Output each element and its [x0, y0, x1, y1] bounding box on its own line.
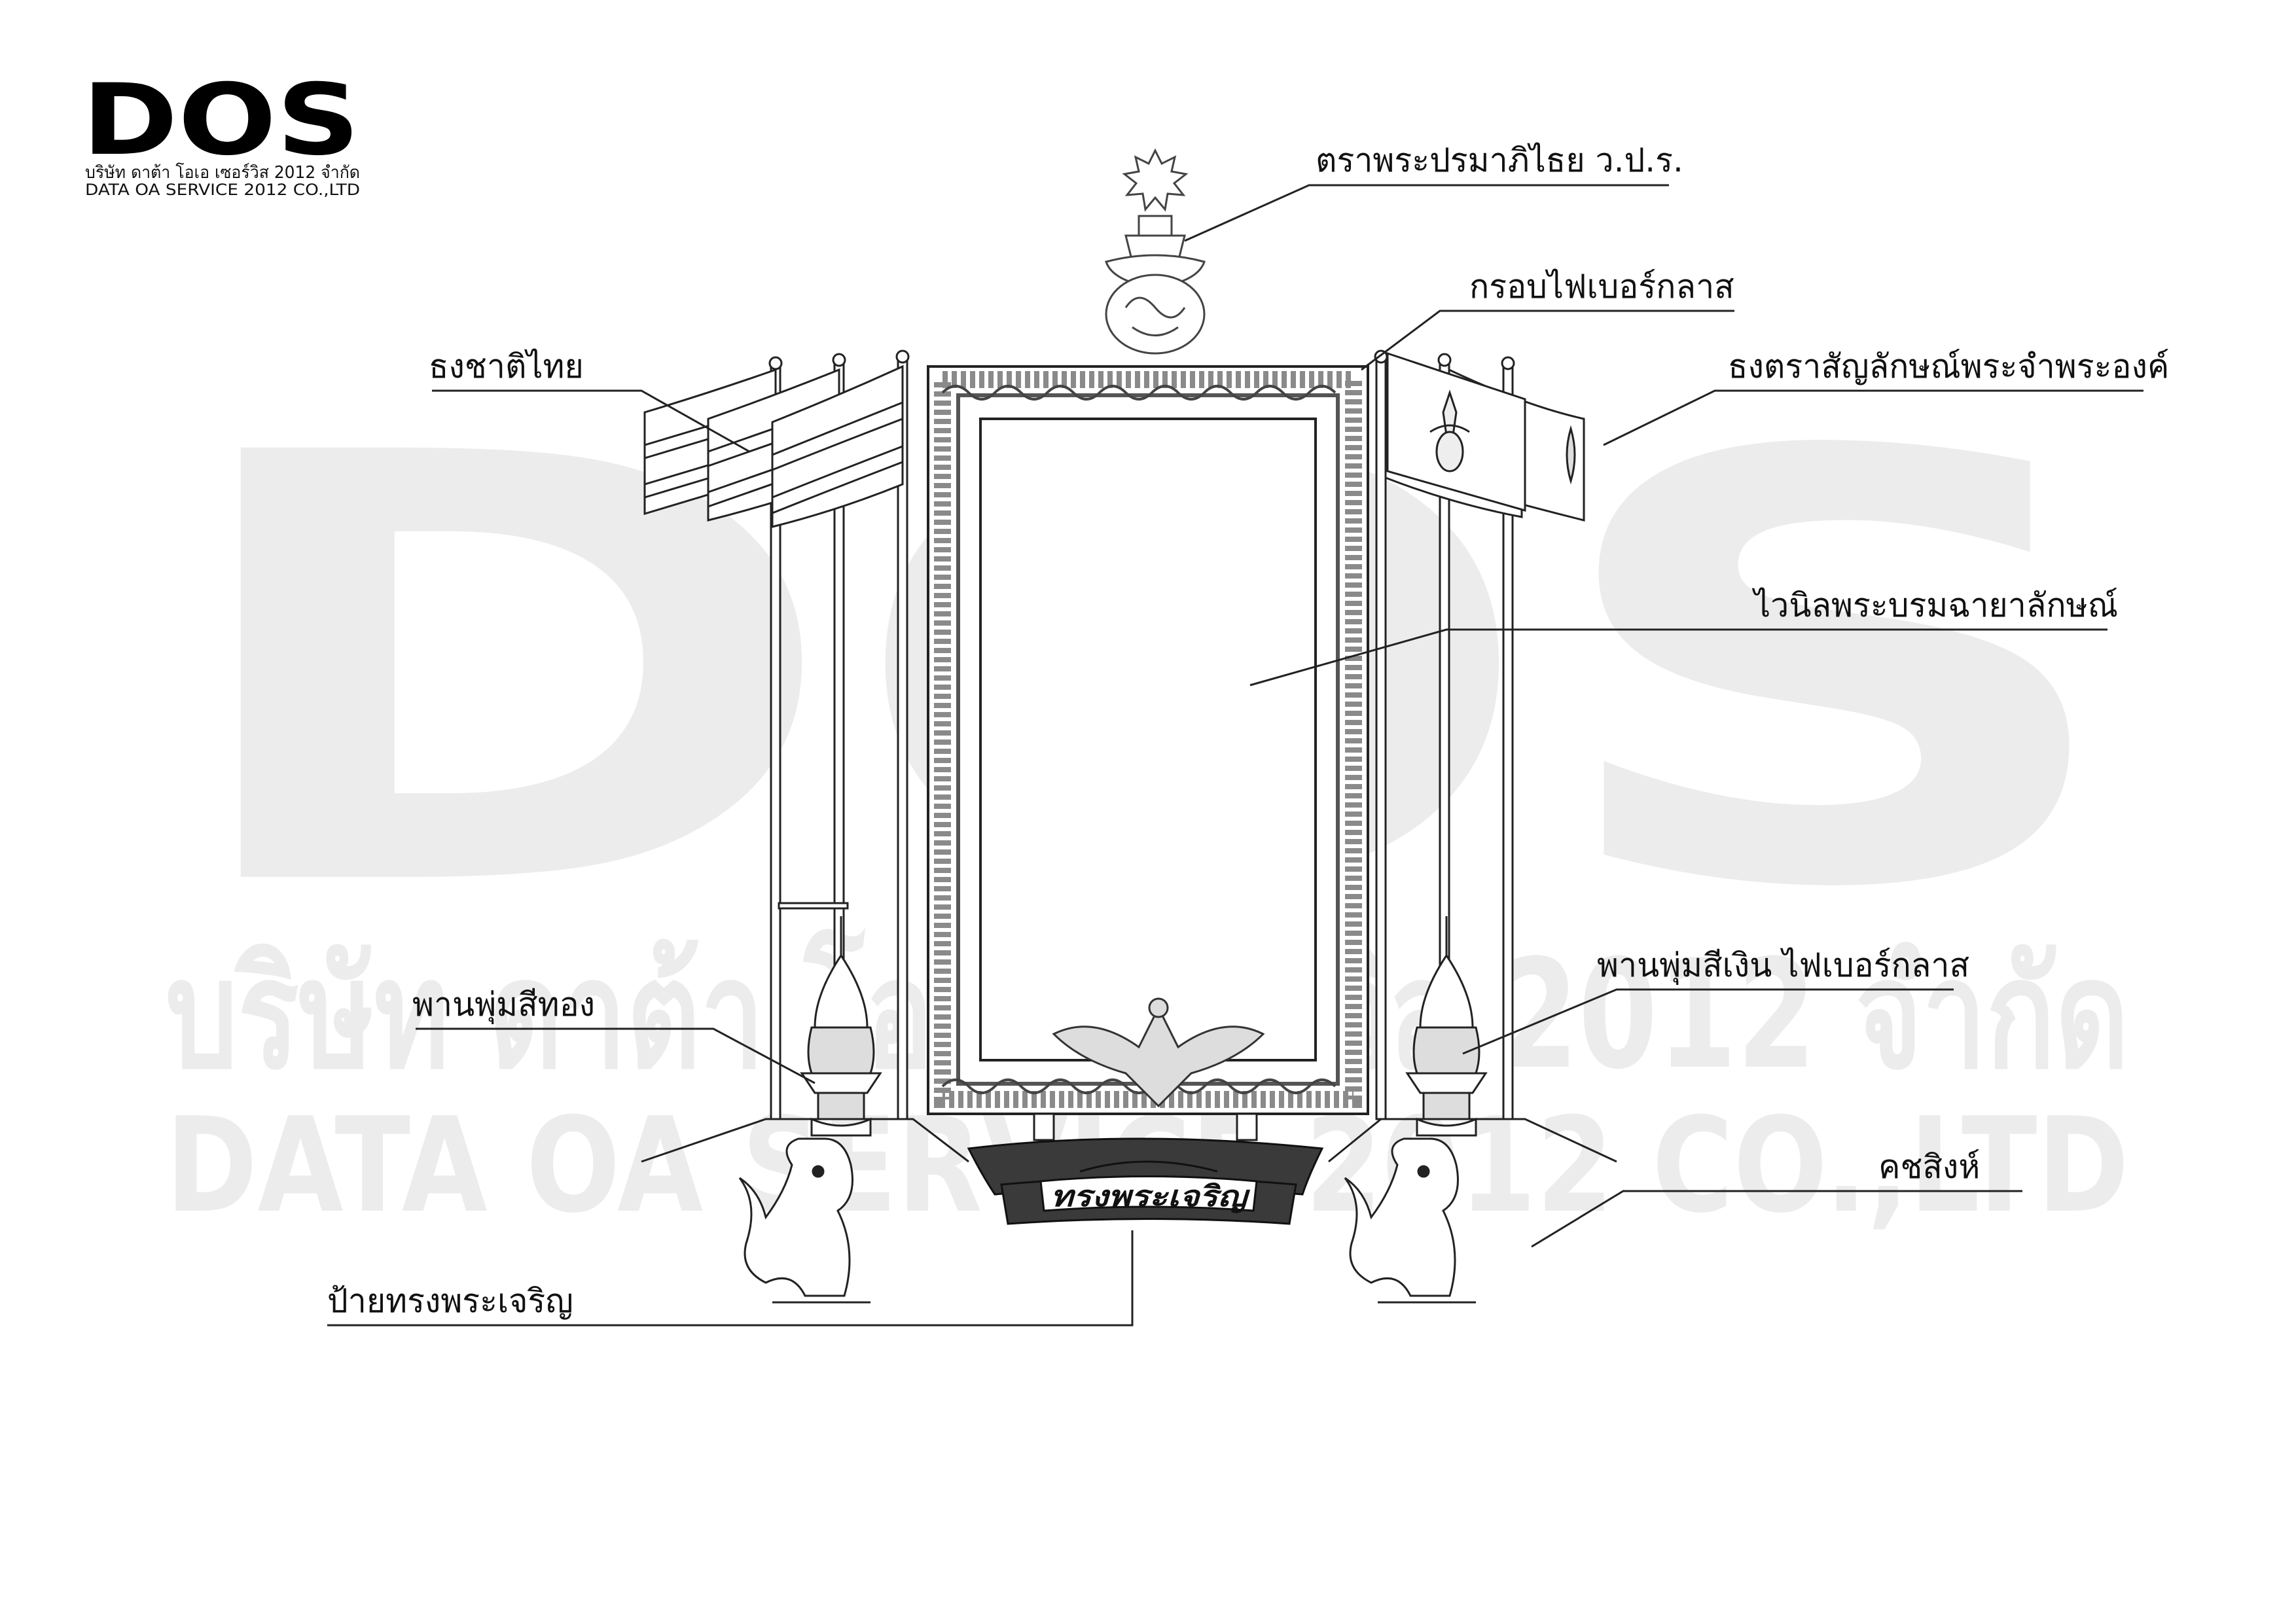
sign-text: ทรงพระเจริญ	[1050, 1180, 1250, 1213]
royal-cipher-icon	[1429, 389, 1470, 473]
long-live-sign: ทรงพระเจริญ	[967, 1137, 1324, 1225]
leader-vinyl	[1249, 628, 2108, 687]
khotchasi-statue	[738, 1137, 870, 1304]
leader-emblem	[1184, 184, 1669, 242]
callout-labels: ตราพระปรมาภิไธย ว.ป.ร. กรอบไฟเบอร์กลาส ธ…	[327, 141, 2169, 1320]
gold-phan-phum	[800, 916, 882, 1137]
flag-pole	[1375, 359, 1387, 1120]
leader-royal-flag	[1603, 389, 2144, 446]
leader-silver-phan	[1462, 988, 1954, 1055]
label-emblem: ตราพระปรมาภิไธย ว.ป.ร.	[1316, 141, 1683, 179]
label-thai-flag: ธงชาติไทย	[429, 348, 584, 385]
royal-emblem-icon	[1105, 148, 1206, 355]
leader-gold-phan	[416, 1027, 816, 1084]
khotchasi-statue	[1344, 1137, 1476, 1304]
leader-lines	[327, 184, 2144, 1327]
silver-phan-phum	[1405, 916, 1488, 1137]
logo-company-en: DATA OA SERVICE 2012 CO.,LTD	[85, 181, 360, 199]
label-royal-flag: ธงตราสัญลักษณ์พระจำพระองค์	[1728, 348, 2169, 385]
logo-company-th: บริษัท ดาต้า โอเอ เซอร์วิส 2012 จำกัด	[85, 162, 360, 183]
logo-mark: DOS	[82, 63, 360, 177]
leader-thai-flag	[432, 389, 750, 453]
label-sign: ป้ายทรงพระเจริญ	[327, 1282, 573, 1320]
label-silver-phan-phum: พานพุ่มสีเงิน ไฟเบอร์กลาส	[1597, 946, 1969, 985]
label-fiber-frame: กรอบไฟเบอร์กลาส	[1469, 268, 1734, 306]
label-gold-phan-phum: พานพุ่มสีทอง	[412, 986, 595, 1024]
thai-flag	[771, 365, 904, 528]
leader-fiber-frame	[1361, 310, 1734, 371]
royal-flag	[1386, 351, 1526, 512]
company-logo: DOS บริษัท ดาต้า โอเอ เซอร์วิส 2012 จำกั…	[82, 63, 360, 199]
label-khotchasi: คชสิงห์	[1878, 1148, 1980, 1186]
fiberglass-frame	[927, 365, 1369, 1141]
label-vinyl-portrait: ไวนิลพระบรมฉายาลักษณ์	[1751, 586, 2118, 624]
leader-khotchasi	[1531, 1190, 2022, 1248]
garuda-emblem-icon	[1052, 997, 1265, 1108]
ground-lines	[641, 1118, 1617, 1163]
leader-sign	[327, 1230, 1134, 1327]
